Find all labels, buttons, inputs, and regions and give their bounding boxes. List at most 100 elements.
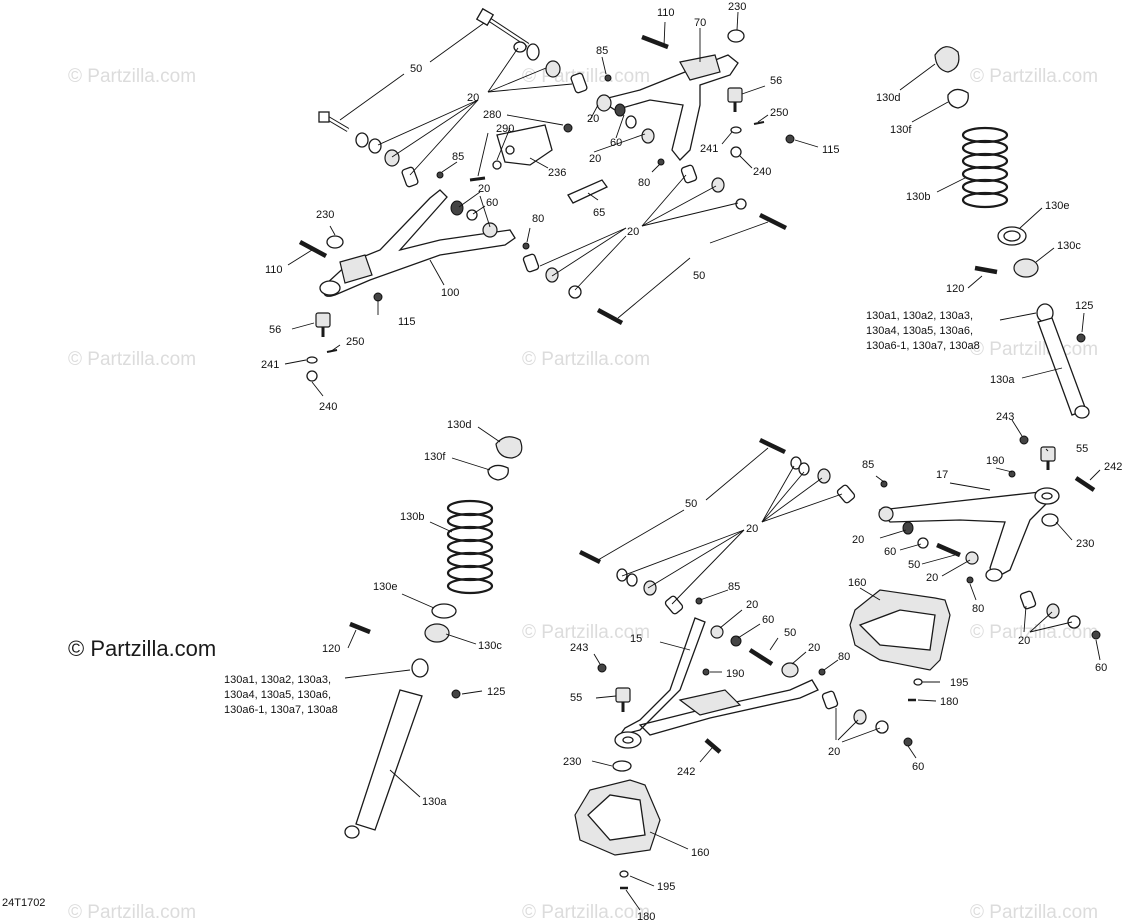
spring-seat-icon — [495, 436, 523, 459]
bolt-icon — [748, 648, 774, 666]
washer-icon — [798, 462, 810, 476]
bolt-icon — [759, 437, 786, 455]
nut-icon — [730, 146, 742, 158]
upper-a-arm-right-assembly — [522, 29, 795, 325]
screw-icon — [469, 176, 486, 182]
callout-label: 243 — [570, 642, 588, 654]
callout-label: 130a6-1, 130a7, 130a8 — [224, 704, 338, 716]
callout-label: 20 — [587, 113, 599, 125]
washer-icon — [368, 138, 382, 154]
callout-label: 130f — [424, 451, 446, 463]
nut-icon — [1019, 435, 1029, 445]
callout-label: 80 — [638, 177, 650, 189]
bushing-icon — [641, 128, 655, 144]
shock-absorber-icon — [344, 658, 429, 839]
callout-label: 190 — [986, 455, 1004, 467]
arm-15-assembly — [574, 549, 923, 890]
watermark-group: © Partzilla.com © Partzilla.com © Partzi… — [68, 66, 1098, 923]
watermark-main: © Partzilla.com — [68, 636, 216, 661]
watermark-text: © Partzilla.com — [970, 66, 1098, 87]
sleeve-icon — [664, 595, 684, 615]
callout-label: 80 — [972, 603, 984, 615]
watermark-text: © Partzilla.com — [522, 349, 650, 370]
callout-label: 160 — [691, 847, 709, 859]
callout-label: 130b — [400, 511, 424, 523]
callout-label: 17 — [936, 469, 948, 481]
callout-label: 180 — [940, 696, 958, 708]
callout-label: 130a1, 130a2, 130a3, — [866, 310, 973, 322]
shock-absorber-icon — [1036, 303, 1090, 419]
bushing-icon — [965, 551, 979, 565]
callout-label: 20 — [589, 153, 601, 165]
bushing-icon — [384, 149, 400, 167]
washer-icon — [619, 870, 629, 878]
callout-label: 50 — [410, 63, 422, 75]
callout-label: 120 — [322, 643, 340, 655]
coil-spring-icon — [446, 499, 494, 595]
hole-icon — [1041, 492, 1053, 500]
callout-label: 280 — [483, 109, 501, 121]
bushing-icon — [1046, 603, 1060, 619]
washer-icon — [625, 115, 637, 129]
washer-icon — [917, 537, 929, 549]
callout-label: 65 — [593, 207, 605, 219]
callout-label: 85 — [452, 151, 464, 163]
washer-icon — [616, 568, 628, 582]
washer-icon — [913, 678, 923, 686]
grease-fitting-icon — [657, 158, 665, 166]
spring-collar-icon — [431, 603, 457, 619]
diagram-id: 24T1702 — [2, 897, 45, 909]
callout-label: 60 — [610, 137, 622, 149]
bushing-icon — [596, 94, 612, 112]
watermark-text: © Partzilla.com — [68, 66, 196, 87]
plate-icon — [567, 179, 608, 204]
bolt-icon — [318, 111, 350, 132]
bolt-icon — [349, 621, 371, 635]
callout-label: 190 — [726, 668, 744, 680]
bolt-icon — [974, 265, 998, 275]
bushing-icon — [817, 468, 831, 484]
arm-bracket-icon — [678, 689, 742, 716]
callout-label: 130a — [990, 374, 1015, 386]
callout-label: 20 — [746, 523, 758, 535]
callout-label: 230 — [316, 209, 334, 221]
callout-label: 236 — [548, 167, 566, 179]
watermark-text: © Partzilla.com — [970, 339, 1098, 360]
bushing-icon — [730, 635, 742, 647]
bushing-icon — [482, 222, 498, 238]
callout-label: 125 — [487, 686, 505, 698]
callout-label: 195 — [950, 677, 968, 689]
ring-icon — [727, 29, 745, 43]
grease-fitting-icon — [818, 668, 826, 676]
grease-fitting-icon — [604, 74, 612, 82]
ring-icon — [612, 760, 632, 772]
bolt-icon — [1074, 476, 1096, 492]
washer-icon — [355, 132, 369, 148]
ball-joint-icon — [727, 87, 743, 112]
callout-label: 243 — [996, 411, 1014, 423]
callout-label: 20 — [852, 534, 864, 546]
washer-icon — [568, 285, 582, 299]
callout-label: 195 — [657, 881, 675, 893]
callout-label: 130f — [890, 124, 912, 136]
nut-icon — [785, 134, 795, 144]
callout-label: 56 — [269, 324, 281, 336]
callout-label: 130e — [1045, 200, 1069, 212]
washer-icon — [875, 720, 889, 734]
bushing-icon — [902, 521, 914, 535]
washer-icon — [735, 198, 747, 210]
bushing-icon — [878, 506, 894, 522]
nut-icon — [1091, 630, 1101, 640]
callout-label: 20 — [478, 183, 490, 195]
callout-label: 55 — [570, 692, 582, 704]
callout-label: 240 — [319, 401, 337, 413]
callout-label: 115 — [822, 144, 840, 156]
washer-icon — [526, 43, 540, 61]
callout-labels: 50 110 70 230 85 20 280 290 85 236 20 60… — [224, 1, 1122, 923]
callout-label: 20 — [1018, 635, 1030, 647]
bushing-icon — [614, 103, 626, 117]
callout-label: 130a6-1, 130a7, 130a8 — [866, 340, 980, 352]
callout-label: 130e — [373, 581, 397, 593]
watermark-text: © Partzilla.com — [522, 902, 650, 923]
